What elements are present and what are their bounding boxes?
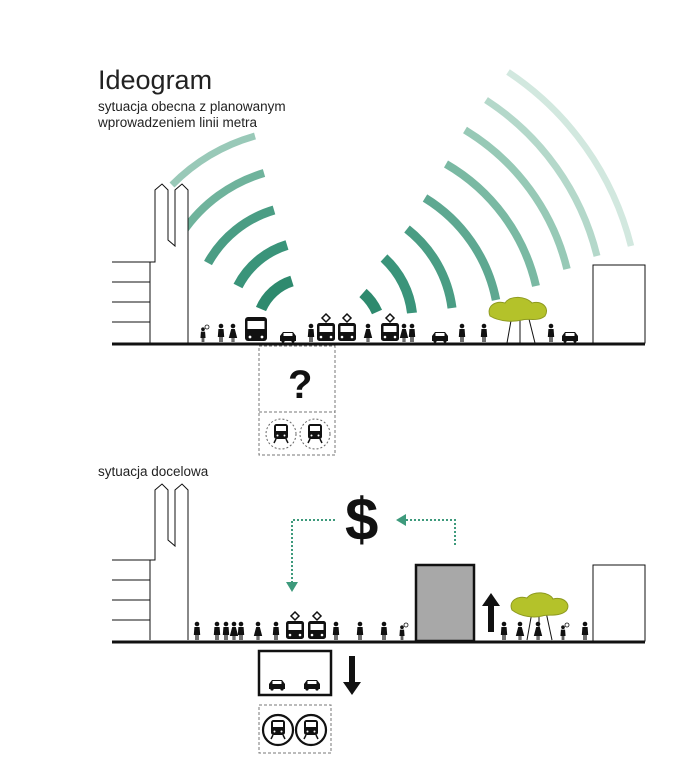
section-label-target: sytuacja docelowa xyxy=(98,464,209,479)
tree-top xyxy=(488,296,547,344)
subtitle-line-1: sytuacja obecna z planowanym xyxy=(98,99,286,114)
down-arrow xyxy=(343,656,361,695)
dotted-arrow-right xyxy=(396,514,456,545)
street-figures-top xyxy=(200,313,578,343)
signal-arcs-left xyxy=(169,132,294,312)
new-building xyxy=(414,563,476,643)
building-right-top xyxy=(592,264,646,344)
diagram-title: Ideogram xyxy=(98,65,212,95)
up-arrow xyxy=(482,593,500,632)
signal-arcs-right xyxy=(359,69,635,315)
dollar-sign: $ xyxy=(345,486,378,553)
question-mark: ? xyxy=(288,363,312,407)
bus-icon xyxy=(245,317,267,341)
underground-metro-box-bottom xyxy=(258,704,332,754)
dotted-arrow-left xyxy=(286,519,335,592)
underground-garage xyxy=(257,649,333,697)
subtitle-line-2: wprowadzeniem linii metra xyxy=(97,115,258,130)
tower-building-bottom xyxy=(112,483,189,640)
tower-building-top xyxy=(112,183,189,343)
street-figures-bottom xyxy=(193,611,589,640)
building-right-bottom xyxy=(592,564,646,642)
underground-box-top: ? xyxy=(258,345,336,456)
